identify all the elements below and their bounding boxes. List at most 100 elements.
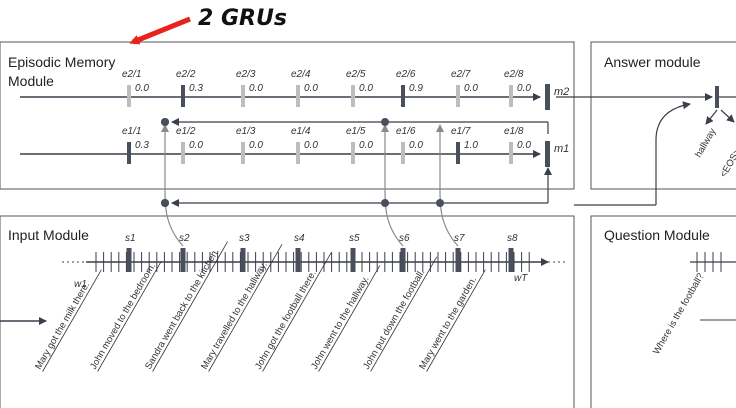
sentence-underline (208, 243, 283, 372)
gate-bar (351, 85, 355, 107)
gate-label: e1/6 (396, 126, 416, 137)
gate-value: 0.0 (464, 83, 478, 94)
junction-dot (161, 118, 169, 126)
question-ticks (696, 252, 722, 272)
sentence-text: John moved to the bedroom. (88, 261, 158, 371)
fact-connector (161, 124, 184, 247)
answer-output-2: <EOS> (718, 147, 736, 180)
gate-value: 0.0 (304, 83, 318, 94)
gate-value: 0.0 (517, 83, 531, 94)
episodic-module-title-line1: Episodic Memory (8, 54, 115, 70)
sentence-text: John got the football there. (253, 269, 319, 372)
answer-output-arrow-1 (705, 109, 718, 125)
junction-dot (381, 118, 389, 126)
gate-value: 0.0 (189, 140, 203, 151)
gate-bar (456, 85, 460, 107)
input-state-label: s3 (239, 233, 250, 244)
memory-label: m1 (554, 143, 569, 155)
question-module-title: Question Module (604, 227, 710, 243)
sentence-underline (97, 260, 162, 372)
fact-connector (381, 124, 404, 247)
gate-bar (509, 142, 513, 164)
memory-states: m2 m1 (545, 84, 569, 167)
input-state-bar (126, 248, 132, 272)
gate-label: e2/8 (504, 69, 524, 80)
first-word-label: w1 (74, 279, 87, 290)
sentence: Mary got the milk there. (33, 269, 102, 372)
sentence-underline (42, 269, 102, 372)
gate-bar (181, 85, 185, 107)
gate-label: e2/5 (346, 69, 366, 80)
gate-value: 0.9 (409, 83, 423, 94)
answer-output-1: hallway (693, 126, 718, 159)
input-state-label: s5 (349, 233, 360, 244)
fact-connector (436, 124, 459, 247)
gate-value: 0.0 (135, 83, 149, 94)
gate-label: e2/2 (176, 69, 196, 80)
input-state-bar (508, 248, 514, 272)
sentence: Mary went to the garden. (417, 269, 486, 372)
gate-bar (401, 85, 405, 107)
junction-dot (436, 199, 444, 207)
input-module-box (0, 215, 575, 408)
gate-value: 0.0 (249, 83, 263, 94)
gate-label: e1/3 (236, 126, 256, 137)
input-state-label: s8 (507, 233, 518, 244)
gate-value: 1.0 (464, 140, 478, 151)
gate-bar (241, 142, 245, 164)
answer-state-bar (715, 86, 719, 108)
question-text: Where is the football? (651, 271, 706, 356)
input-state-label: s7 (454, 233, 465, 244)
junction-dot (161, 199, 169, 207)
gate-label: e2/3 (236, 69, 256, 80)
input-state-label: s4 (294, 233, 305, 244)
input-state-bar (180, 248, 186, 272)
episodic-module-title-line2: Module (8, 73, 54, 89)
gate-value: 0.0 (409, 140, 423, 151)
gate-label: e1/2 (176, 126, 196, 137)
gate-label: e2/1 (122, 69, 141, 80)
question-to-answer-line (655, 101, 691, 205)
gate-bar (456, 142, 460, 164)
sentence-text: John went to the hallway. (309, 274, 372, 371)
sentence-text: John put down the football. (361, 268, 427, 372)
gate-label: e2/6 (396, 69, 416, 80)
gate-bar (351, 142, 355, 164)
gate-value: 0.0 (517, 140, 531, 151)
gate-bar (181, 142, 185, 164)
input-state-label: s2 (179, 233, 190, 244)
sentence-underline (370, 256, 438, 372)
answer-module-box (590, 41, 736, 190)
gate-value: 0.0 (359, 83, 373, 94)
gate-label: e1/5 (346, 126, 366, 137)
input-state-bar (295, 248, 301, 272)
gate-label: e2/4 (291, 69, 311, 80)
input-state-label: s1 (125, 233, 136, 244)
gate-bar (127, 85, 131, 107)
gate-value: 0.0 (359, 140, 373, 151)
episodic-memory-module-box (0, 41, 575, 190)
gate-bar (296, 142, 300, 164)
answer-module-title: Answer module (604, 54, 701, 70)
gate-label: e1/1 (122, 126, 141, 137)
input-module-title: Input Module (8, 227, 89, 243)
input-sentences: Mary got the milk there.John moved to th… (33, 241, 486, 372)
gate-bar (127, 142, 131, 164)
gate-bar (509, 85, 513, 107)
sentence-text: Mary went to the garden. (417, 275, 479, 372)
last-word-label: wT (514, 273, 528, 284)
sentence-text: Mary got the milk there. (33, 280, 92, 371)
question-module-box (590, 215, 736, 408)
sentence-underline (318, 265, 381, 372)
annotation-arrow (129, 16, 191, 45)
gru-annotation: 2 GRUs (198, 6, 287, 31)
attention-gates: e2/10.0e2/20.3e2/30.0e2/40.0e2/50.0e2/60… (122, 69, 531, 164)
gate-label: e1/4 (291, 126, 311, 137)
gate-bar (241, 85, 245, 107)
gate-value: 0.0 (304, 140, 318, 151)
input-state-bar (455, 248, 461, 272)
gate-value: 0.0 (249, 140, 263, 151)
memory-label: m2 (554, 86, 569, 98)
